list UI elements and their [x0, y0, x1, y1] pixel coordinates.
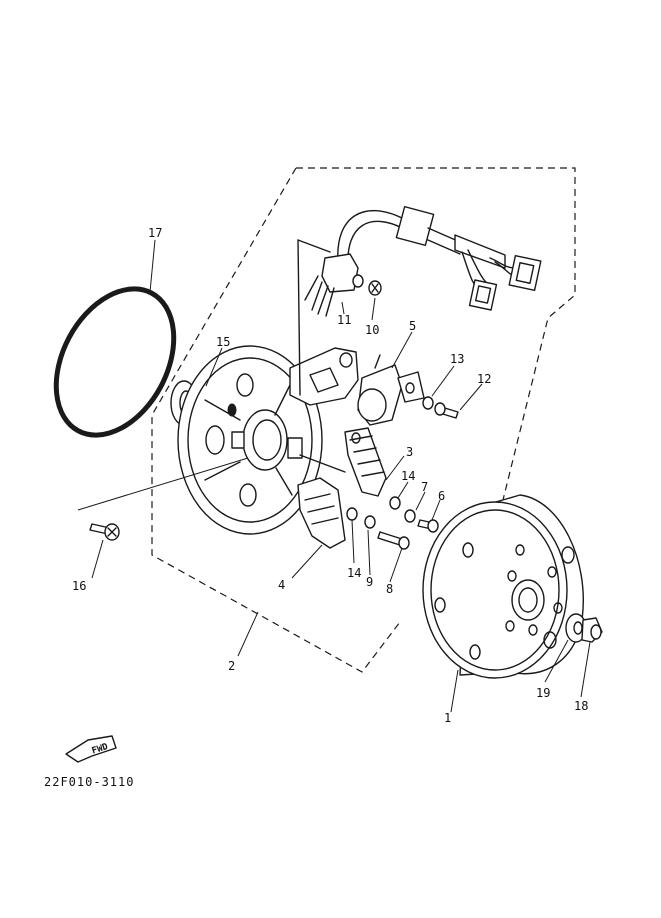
pickup-coil-5	[357, 354, 425, 426]
charge-coil-4	[297, 477, 358, 549]
fwd-marker-label: FWD	[91, 742, 110, 757]
washer-19-nut-18	[565, 613, 603, 643]
screw-10-washer-11	[352, 274, 382, 296]
screw-16	[89, 523, 120, 541]
lighting-coil-3	[299, 427, 387, 497]
screw-8-washer-9	[364, 515, 410, 550]
drawing-number: 22F010-3110	[44, 775, 134, 789]
callout-10: 10	[365, 323, 379, 337]
flywheel-rotor-1	[422, 494, 584, 679]
callout-2: 2	[228, 659, 235, 673]
leader-lines	[77, 239, 591, 713]
callout-9: 9	[366, 575, 373, 589]
screw-12-washer-13	[422, 396, 459, 419]
callout-5: 5	[409, 319, 416, 333]
callout-12: 12	[477, 372, 491, 386]
callout-3: 3	[406, 445, 413, 459]
callout-15: 15	[216, 335, 230, 349]
callout-8: 8	[386, 582, 393, 596]
callout-11: 11	[337, 313, 351, 327]
fwd-arrow-icon: FWD	[65, 735, 117, 763]
stator-base-plate	[177, 345, 323, 535]
callout-7: 7	[421, 480, 428, 494]
callout-1: 1	[444, 711, 451, 725]
callout-17: 17	[148, 226, 162, 240]
callout-4: 4	[278, 578, 285, 592]
assembly-boundary-dashed	[151, 167, 576, 673]
callout-14-lower: 14	[347, 566, 361, 580]
callout-14-upper: 14	[401, 469, 415, 483]
callout-labels: 1 2 3 4 5 6 7 8 9 10 11 12 13 14 14 15 1…	[72, 226, 588, 725]
callout-13: 13	[450, 352, 464, 366]
screw-6-washer-7-washer-14	[389, 496, 439, 533]
o-ring-17	[53, 286, 177, 438]
callout-6: 6	[438, 489, 445, 503]
callout-16: 16	[72, 579, 86, 593]
pickup-coil-bracket	[289, 347, 359, 406]
callout-18: 18	[574, 699, 588, 713]
callout-19: 19	[536, 686, 550, 700]
wire-harness	[297, 205, 542, 396]
